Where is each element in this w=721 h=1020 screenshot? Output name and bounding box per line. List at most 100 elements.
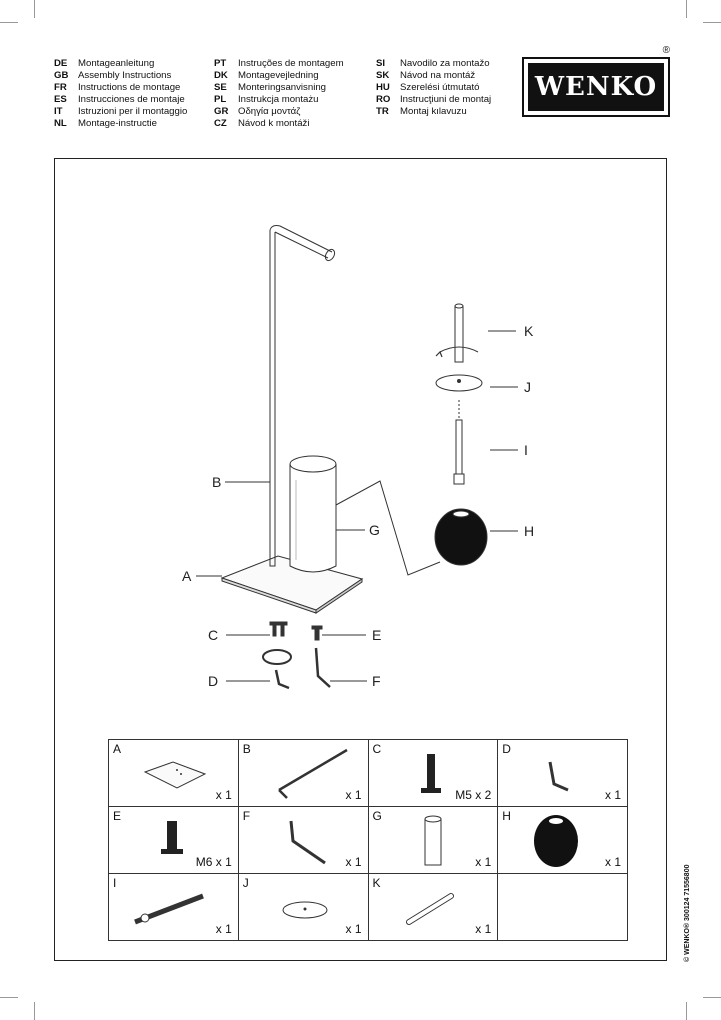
screw-c [272, 623, 277, 637]
crop-mark [686, 1002, 687, 1020]
part-qty: x 1 [345, 788, 362, 802]
label-e: E [372, 627, 381, 643]
brush-rod [455, 419, 463, 481]
part-j-figure [282, 901, 328, 919]
part-cell-d: D x 1 [497, 739, 628, 807]
part-e-figure [161, 821, 183, 854]
part-cell-f: F x 1 [237, 806, 369, 874]
part-qty: M6 x 1 [195, 855, 232, 869]
part-d-figure [548, 761, 569, 792]
part-qty: x 1 [475, 922, 492, 936]
part-qty: x 1 [604, 855, 621, 869]
part-cell-k: K x 1 [367, 873, 499, 941]
part-h-figure [534, 815, 579, 867]
label-k: K [524, 323, 534, 339]
part-letter: K [372, 876, 381, 890]
logo-text: WENKO [528, 63, 664, 111]
part-cell-j: J x 1 [237, 873, 369, 941]
part-letter: J [242, 876, 249, 890]
part-cell-g: G x 1 [367, 806, 499, 874]
registered-mark: ® [662, 45, 670, 56]
part-letter: C [372, 742, 382, 756]
part-letter: A [113, 742, 122, 756]
part-qty: x 1 [215, 788, 232, 802]
label-a: A [182, 568, 192, 584]
crop-mark [686, 0, 687, 18]
crop-mark [34, 0, 35, 18]
part-letter: I [113, 876, 117, 890]
part-a-figure [143, 761, 207, 789]
part-cell-b: B x 1 [237, 739, 369, 807]
label-f: F [372, 673, 381, 689]
crop-mark [703, 997, 721, 998]
wenko-logo: WENKO ® [522, 45, 670, 117]
part-letter: G [372, 809, 382, 823]
label-b: B [212, 474, 221, 490]
assembly-diagram: A B C D E F G H I J K [182, 225, 534, 690]
copyright-article-number: © WENKO® 300124 71556800 [684, 864, 691, 962]
allen-key-d [274, 669, 290, 690]
part-i-figure [134, 893, 204, 925]
part-cell-h: H x 1 [497, 806, 628, 874]
label-h: H [524, 523, 534, 539]
label-j: J [524, 379, 531, 395]
part-cell-c: C M5 x 2 [367, 739, 499, 807]
part-letter: H [502, 809, 511, 823]
part-b-figure [277, 748, 348, 799]
part-c-figure [420, 754, 441, 793]
part-letter: D [502, 742, 511, 756]
part-letter: B [242, 742, 251, 756]
part-cell-e: E M6 x 1 [108, 806, 239, 874]
crop-mark [34, 1002, 35, 1020]
part-cell-i: I x 1 [108, 873, 239, 941]
label-i: I [524, 442, 528, 458]
part-letter: E [113, 809, 122, 823]
part-f-figure [289, 820, 326, 865]
label-g: G [369, 522, 380, 538]
crop-mark [0, 22, 18, 23]
crop-mark [0, 997, 18, 998]
crop-mark [703, 22, 721, 23]
rotate-arrow [262, 649, 292, 665]
assembly-frame [54, 158, 667, 961]
brush-head [434, 508, 488, 566]
part-qty: x 1 [345, 855, 362, 869]
part-qty: M5 x 2 [455, 788, 492, 802]
screw-e [314, 627, 320, 641]
label-d: D [208, 673, 218, 689]
part-k-figure [405, 893, 454, 925]
part-qty: x 1 [345, 922, 362, 936]
part-letter: F [242, 809, 251, 823]
part-qty: x 1 [604, 788, 621, 802]
brush-handle [454, 305, 464, 363]
part-g-figure [424, 815, 441, 866]
part-cell-empty [497, 873, 628, 941]
brush-holder [289, 464, 337, 573]
parts-table: A x 1 B x 1 C M5 x 2 D x 1 [108, 739, 628, 941]
stand-rod [269, 230, 276, 567]
part-qty: x 1 [215, 922, 232, 936]
label-c: C [208, 627, 218, 643]
allen-key-f [314, 647, 331, 688]
part-qty: x 1 [475, 855, 492, 869]
